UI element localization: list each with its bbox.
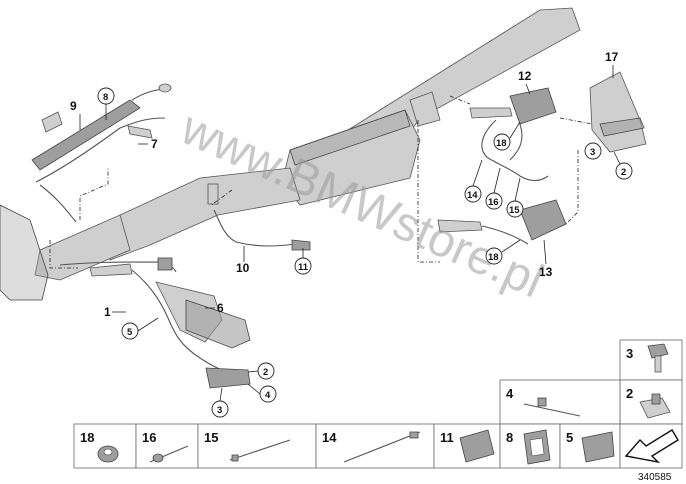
callout-18-upper: 18: [496, 138, 507, 149]
callout-9: 9: [70, 99, 77, 113]
legend-cell-4: [499, 379, 621, 425]
oxygen-sensor-1: [59, 257, 251, 389]
callout-18-upper-circle: [493, 133, 511, 151]
callout-5: 5: [127, 327, 133, 338]
callout-2: 2: [263, 367, 268, 378]
callout-3-right: 3: [590, 147, 595, 158]
cable-tie-icon: [523, 397, 581, 417]
callout-2-right: 2: [621, 167, 626, 178]
callout-16: 16: [488, 197, 499, 208]
oxygen-sensor-10: [207, 183, 311, 251]
callout-3: 3: [217, 405, 222, 416]
bolt-icon: [647, 343, 669, 373]
callout-10: 10: [236, 261, 250, 275]
nox-sensor-12: [469, 87, 557, 182]
callout-3-right-circle: [584, 142, 602, 160]
clip-8-icon: [523, 429, 551, 465]
legend-label-3: 3: [626, 346, 633, 361]
legend-area: 3 2 4 18 16 15 14 11 8 5: [73, 339, 683, 469]
legend-label-16: 16: [142, 430, 156, 445]
sensor-harness-bracket: [31, 83, 172, 223]
callout-17: 17: [605, 50, 619, 64]
reference-number: 340585: [638, 472, 672, 483]
flange-nut-icon: [97, 445, 119, 463]
direction-arrow-icon: [624, 429, 679, 464]
callout-2-right-circle: [615, 162, 633, 180]
callout-18-lower: 18: [488, 252, 499, 263]
cable-tie-15-icon: [229, 439, 291, 462]
clip-11-icon: [459, 429, 495, 463]
callout-15: 15: [509, 205, 520, 216]
callout-labels: 9 8 7 10 11 6 1 5 2 4 3: [70, 50, 633, 418]
legend-label-14: 14: [322, 430, 337, 445]
callout-11: 11: [298, 262, 309, 273]
callout-8: 8: [103, 92, 108, 103]
callout-14: 14: [467, 190, 478, 201]
callout-12: 12: [518, 69, 532, 83]
clip-5-icon: [581, 431, 615, 463]
callout-18-lower-circle: [485, 247, 503, 265]
connection-dashes: [49, 95, 593, 269]
legend-label-4: 4: [506, 386, 514, 401]
bracket-17: [589, 71, 647, 153]
callout-6: 6: [217, 301, 224, 315]
cable-tie-14-icon: [343, 431, 421, 463]
legend-label-11: 11: [440, 430, 454, 445]
clip-nut-icon: [639, 393, 671, 419]
callout-1: 1: [104, 305, 111, 319]
legend-label-8: 8: [506, 430, 513, 445]
wire-clamp-icon: [149, 445, 189, 463]
exhaust-pipe: [0, 7, 581, 301]
nox-sensor-13: [437, 199, 567, 245]
callout-4: 4: [265, 390, 271, 401]
legend-label-2: 2: [626, 386, 633, 401]
callout-7: 7: [151, 137, 158, 151]
legend-label-5: 5: [566, 430, 573, 445]
legend-label-15: 15: [204, 430, 218, 445]
legend-label-18: 18: [80, 430, 94, 445]
callout-13: 13: [539, 265, 553, 279]
